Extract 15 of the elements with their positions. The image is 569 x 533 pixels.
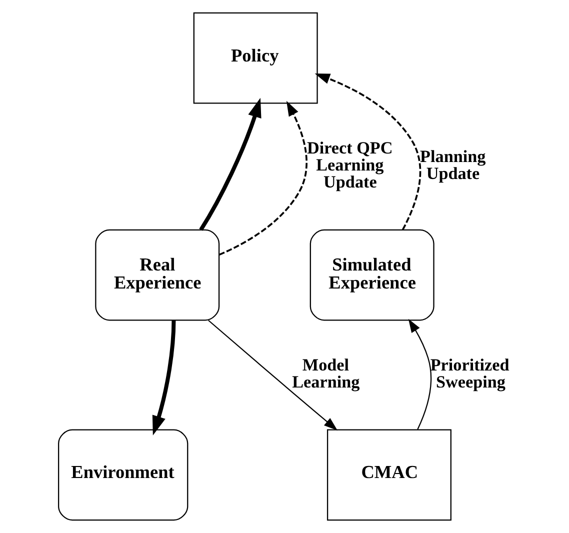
arrow	[314, 74, 421, 230]
node-box: Real Experience	[94, 229, 220, 321]
arrow	[208, 320, 338, 431]
edge-label: Prioritized Sweeping	[430, 355, 509, 392]
arrow	[152, 320, 176, 436]
arrow	[198, 98, 261, 231]
arrow	[408, 318, 432, 430]
node-box: Environment	[58, 429, 188, 521]
node-box: CMAC	[326, 429, 451, 521]
arrow	[218, 100, 307, 256]
edge-label: Planning Update	[420, 146, 486, 184]
edge-label: Model Learning	[292, 355, 360, 392]
edge-label: Direct QPC Learning Update	[306, 138, 392, 192]
node-box: Simulated Experience	[309, 229, 434, 321]
node-box: Policy	[192, 12, 318, 104]
